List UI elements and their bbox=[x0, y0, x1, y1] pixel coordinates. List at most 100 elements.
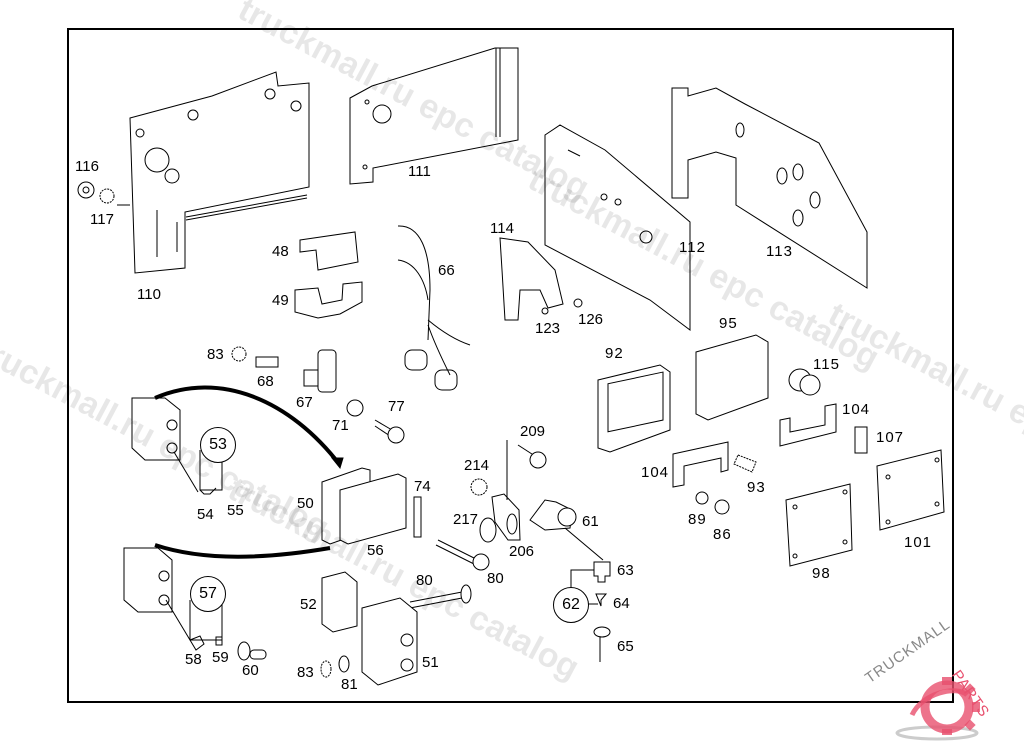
part-217-nut[interactable] bbox=[479, 517, 497, 543]
label-92: 92 bbox=[605, 345, 624, 362]
part-68-plate[interactable] bbox=[255, 356, 279, 368]
part-214-washer[interactable] bbox=[470, 478, 488, 496]
label-51: 51 bbox=[422, 654, 439, 671]
label-81: 81 bbox=[341, 676, 358, 693]
part-49-clip[interactable] bbox=[294, 281, 363, 319]
label-66: 66 bbox=[438, 262, 455, 279]
label-115: 115 bbox=[813, 356, 840, 373]
label-217: 217 bbox=[453, 511, 479, 528]
part-117-washer[interactable] bbox=[99, 188, 130, 206]
part-126-nut[interactable] bbox=[573, 298, 583, 308]
label-113: 113 bbox=[766, 243, 793, 260]
label-55: 55 bbox=[227, 502, 244, 519]
part-valve-upper[interactable] bbox=[131, 397, 181, 461]
label-95: 95 bbox=[719, 315, 738, 332]
label-111: 111 bbox=[408, 163, 431, 180]
part-61-connector[interactable] bbox=[529, 499, 577, 531]
part-81-washer[interactable] bbox=[338, 655, 350, 673]
label-206: 206 bbox=[509, 543, 535, 560]
label-49: 49 bbox=[272, 292, 289, 309]
part-98-cover[interactable] bbox=[785, 483, 853, 567]
label-50: 50 bbox=[297, 495, 314, 512]
part-104-bracket-left[interactable] bbox=[672, 441, 729, 488]
label-93: 93 bbox=[747, 479, 766, 496]
part-89-washer[interactable] bbox=[695, 491, 709, 505]
callout-53[interactable]: 53 bbox=[200, 427, 236, 463]
label-74: 74 bbox=[414, 478, 431, 495]
part-59-fitting[interactable] bbox=[215, 636, 223, 646]
label-83-bottom: 83 bbox=[297, 664, 314, 681]
label-107: 107 bbox=[876, 429, 905, 446]
label-104-left: 104 bbox=[641, 464, 670, 481]
label-126: 126 bbox=[578, 311, 604, 328]
part-86-nut[interactable] bbox=[714, 499, 730, 515]
part-65-terminal[interactable] bbox=[593, 626, 611, 662]
label-117: 117 bbox=[90, 211, 114, 228]
label-209: 209 bbox=[520, 423, 546, 440]
part-58-fitting[interactable] bbox=[189, 635, 205, 651]
label-61: 61 bbox=[582, 513, 599, 530]
callout-62[interactable]: 62 bbox=[553, 587, 589, 623]
part-53-group bbox=[173, 450, 223, 495]
part-206-bracket[interactable] bbox=[491, 493, 521, 541]
part-93-bolt[interactable] bbox=[733, 454, 757, 473]
leader-61-63 bbox=[564, 527, 604, 561]
label-80-lower: 80 bbox=[416, 572, 433, 589]
arrow-lower bbox=[154, 543, 331, 559]
part-80-bolt-lower[interactable] bbox=[409, 584, 472, 609]
part-80-bolt-upper[interactable] bbox=[435, 539, 490, 571]
label-83-top: 83 bbox=[207, 346, 224, 363]
part-74-pin[interactable] bbox=[413, 496, 422, 538]
label-60: 60 bbox=[242, 662, 259, 679]
label-54: 54 bbox=[197, 506, 214, 523]
label-104-right: 104 bbox=[842, 401, 871, 418]
part-113-plate[interactable] bbox=[671, 87, 868, 289]
part-63-seal[interactable] bbox=[593, 561, 611, 583]
part-62-group-line bbox=[570, 569, 594, 590]
label-110: 110 bbox=[137, 286, 161, 303]
part-116-nut[interactable] bbox=[77, 181, 95, 199]
label-214: 214 bbox=[464, 457, 490, 474]
part-52-cover[interactable] bbox=[321, 571, 358, 633]
part-110-plate[interactable] bbox=[129, 71, 310, 274]
callout-57[interactable]: 57 bbox=[190, 576, 226, 612]
part-111-plate[interactable] bbox=[349, 47, 519, 185]
part-51-module[interactable] bbox=[361, 597, 418, 686]
part-107-connector[interactable] bbox=[854, 426, 868, 454]
part-209-bolt[interactable] bbox=[506, 440, 547, 500]
part-92-box[interactable] bbox=[597, 364, 671, 453]
label-52: 52 bbox=[300, 596, 317, 613]
label-86: 86 bbox=[713, 526, 732, 543]
part-67-relay[interactable] bbox=[303, 349, 337, 393]
label-98: 98 bbox=[812, 565, 831, 582]
label-67: 67 bbox=[296, 394, 313, 411]
part-104-bracket-right[interactable] bbox=[779, 403, 837, 447]
truckmall-parts-logo: TRUCKMALL PARTS bbox=[862, 616, 1022, 750]
arrow-upper bbox=[154, 385, 342, 467]
arrow-upper-head bbox=[330, 457, 344, 470]
part-95-box[interactable] bbox=[695, 334, 769, 421]
part-66-harness[interactable] bbox=[397, 225, 471, 391]
part-123-nut[interactable] bbox=[541, 307, 549, 315]
part-56-module[interactable] bbox=[339, 473, 407, 545]
part-77-bolt[interactable] bbox=[374, 419, 405, 444]
gear-icon bbox=[895, 677, 980, 741]
part-112-bracket[interactable] bbox=[544, 124, 691, 331]
part-115-button[interactable] bbox=[788, 368, 821, 396]
part-64-plug[interactable] bbox=[595, 593, 608, 607]
part-114-bracket[interactable] bbox=[499, 237, 564, 321]
part-valve-lower[interactable] bbox=[123, 547, 173, 613]
part-83-washer-top[interactable] bbox=[231, 346, 247, 362]
part-71-cap[interactable] bbox=[346, 399, 364, 417]
part-48-clip[interactable] bbox=[299, 231, 359, 271]
part-83-washer-bottom[interactable] bbox=[320, 660, 332, 678]
label-68: 68 bbox=[257, 373, 274, 390]
label-101: 101 bbox=[904, 534, 933, 551]
part-60-elbow[interactable] bbox=[237, 641, 267, 661]
label-59: 59 bbox=[212, 649, 229, 666]
label-56: 56 bbox=[367, 542, 384, 559]
label-64: 64 bbox=[613, 595, 630, 612]
part-101-cover[interactable] bbox=[876, 449, 945, 531]
label-80-upper: 80 bbox=[487, 570, 504, 587]
